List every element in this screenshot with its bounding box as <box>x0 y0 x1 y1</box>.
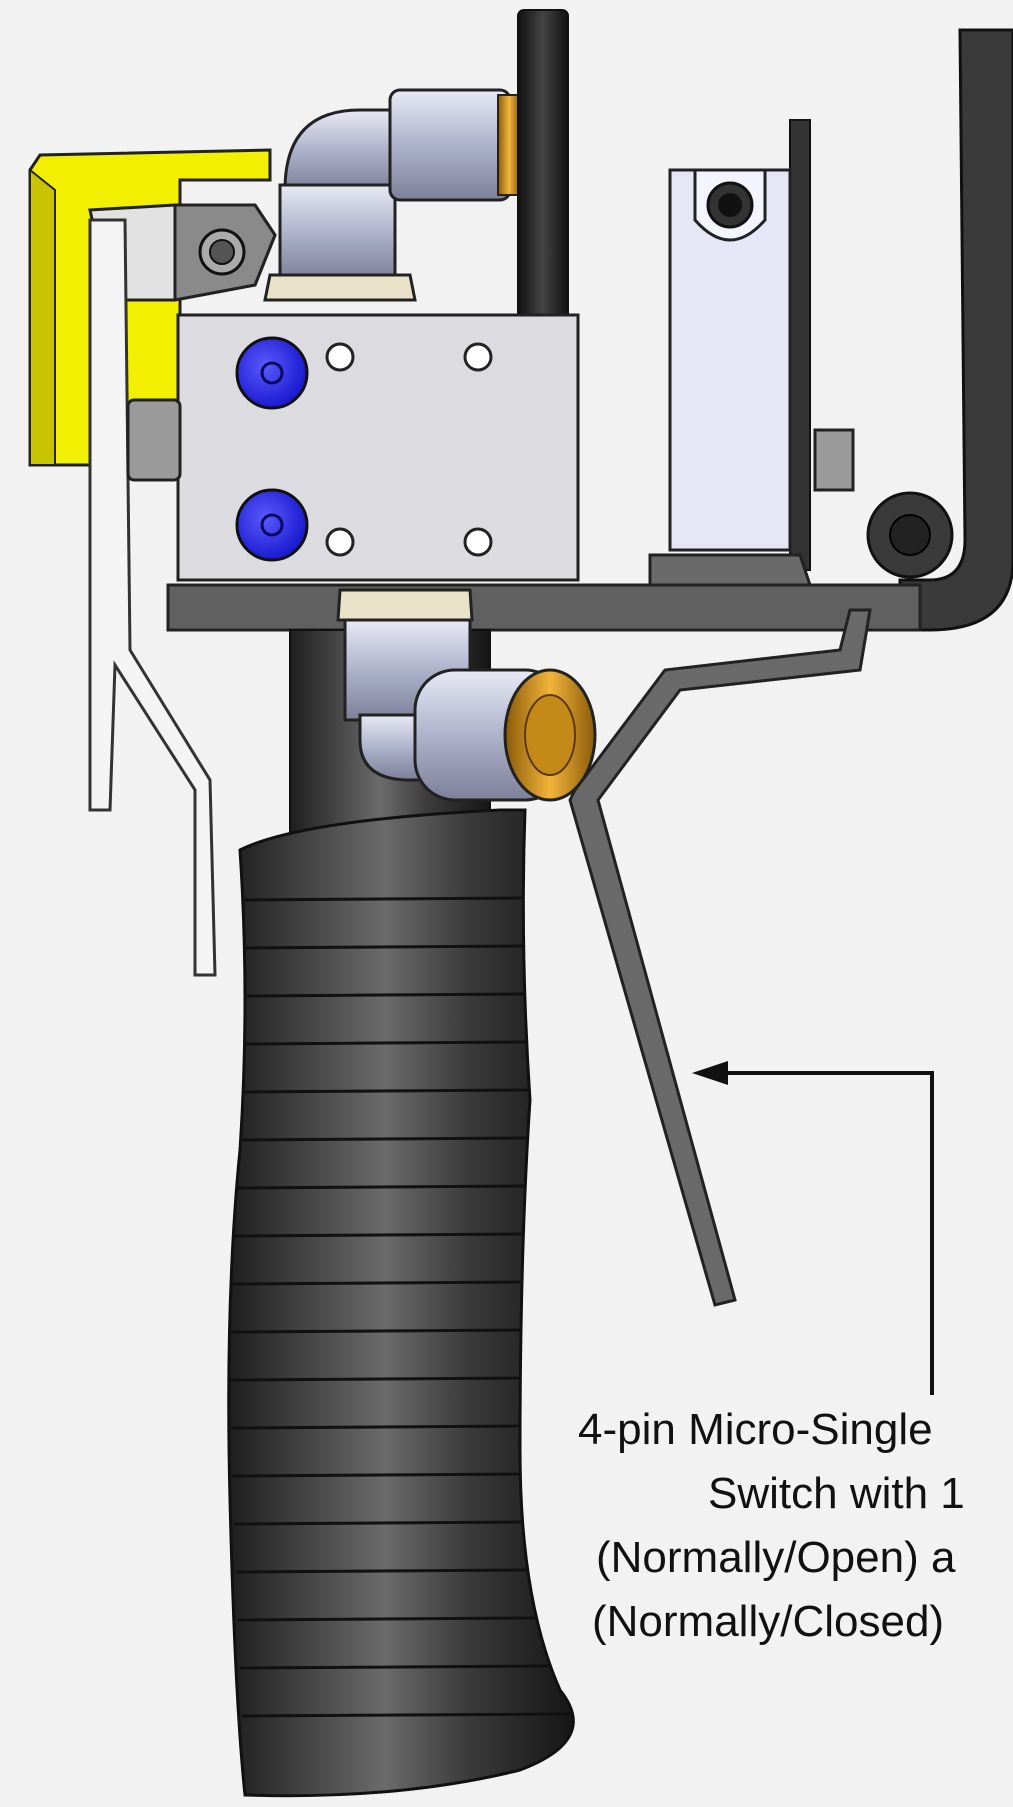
white-lever-arm <box>88 218 217 977</box>
arrow-left-icon <box>692 1061 728 1085</box>
callout-line-3: (Normally/Open) a <box>596 1533 956 1582</box>
callout-line-2: Switch with 1 <box>708 1469 965 1518</box>
rubber-grip <box>227 808 575 1798</box>
manifold-block <box>126 313 580 582</box>
right-hook-bar <box>866 28 1013 632</box>
right-switch-bracket <box>648 119 855 587</box>
callout-line-4: (Normally/Closed) <box>592 1597 945 1646</box>
blue-screw-top <box>235 336 309 410</box>
lever-plate <box>88 203 277 302</box>
black-rod <box>517 9 569 321</box>
base-plate <box>166 583 922 632</box>
callout-line-1: 4-pin Micro-Single <box>578 1405 933 1454</box>
trigger-arm <box>568 608 872 1307</box>
blue-screw-bottom <box>235 488 309 562</box>
top-elbow-fitting <box>263 88 521 302</box>
callout-leader <box>692 1061 934 1395</box>
bottom-elbow-fitting <box>336 588 597 802</box>
